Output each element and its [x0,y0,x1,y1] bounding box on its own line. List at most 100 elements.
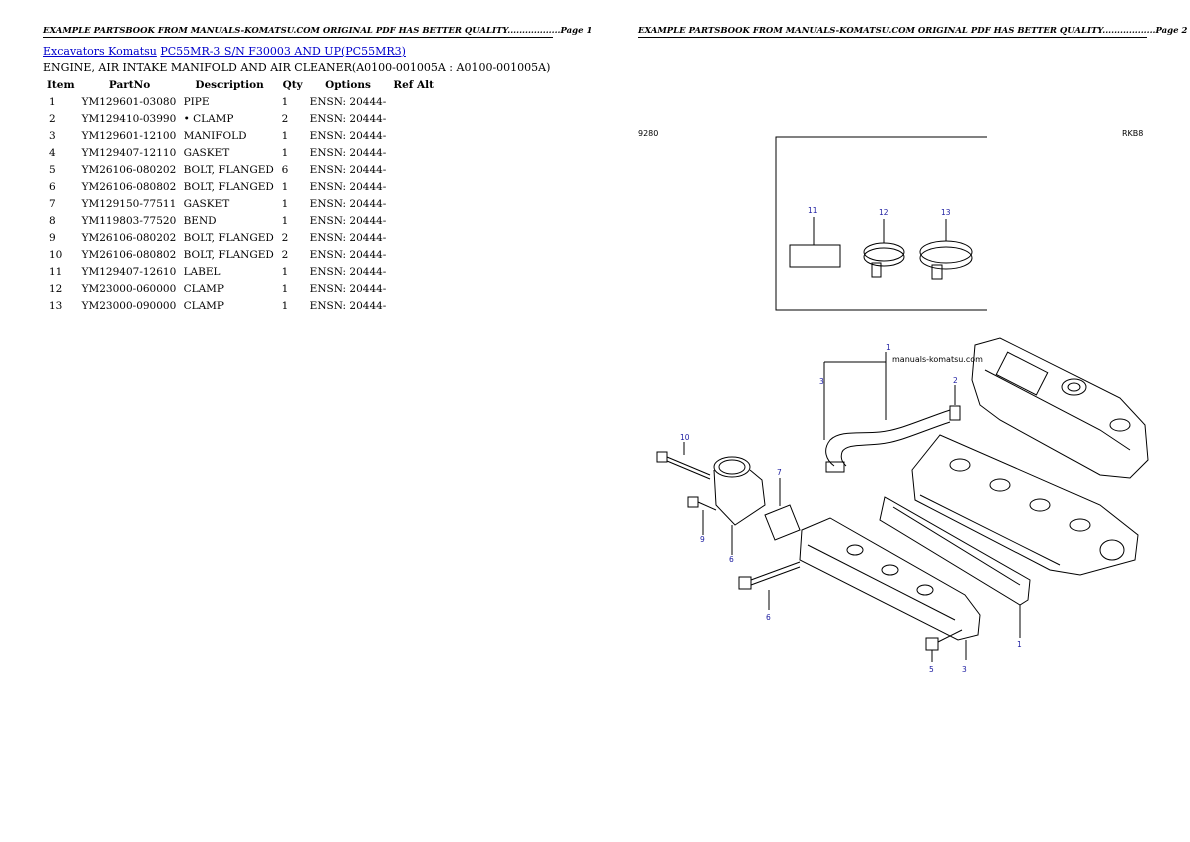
column-header-ref-alt: Ref Alt [393,79,434,91]
cell-description: GASKET [183,197,230,210]
cell-description: GASKET [183,146,230,159]
rocker-cover-drawing [971,337,1149,479]
inset-box [775,136,987,311]
cell-item: 13 [49,299,63,312]
callout-6-bottom: 6 [766,613,771,622]
label-part-drawing [789,244,841,268]
cell-ref-alt [389,144,438,161]
cell-partno: YM26106-080202 [81,231,177,244]
bend-drawing [713,456,766,555]
cell-qty: 6 [281,163,289,176]
cell-item: 2 [49,112,56,125]
cell-options: ENSN: 20444- [309,112,387,125]
cell-partno: YM129601-03080 [81,95,177,108]
table-row: 1 YM129601-03080 PIPE 1 ENSN: 20444- [43,93,438,110]
callout-3-bottom: 3 [962,665,967,674]
cell-partno: YM129407-12110 [81,146,177,159]
diagram-code-left: 9280 [638,129,659,138]
cell-item: 8 [49,214,56,227]
cell-item: 9 [49,231,56,244]
cell-options: ENSN: 20444- [309,265,387,278]
cell-options: ENSN: 20444- [309,214,387,227]
cell-options: ENSN: 20444- [309,163,387,176]
bolt-9-drawing [687,496,717,535]
cell-qty: 2 [281,231,289,244]
parts-table-header: Item PartNo Description Qty Options Ref … [43,77,438,93]
cell-qty: 1 [281,95,289,108]
cell-ref-alt [389,93,438,110]
diagram-code-right: RKB8 [1122,129,1144,138]
cell-qty: 1 [281,265,289,278]
cell-ref-alt [389,246,438,263]
cell-partno: YM23000-060000 [81,282,177,295]
cell-description: PIPE [183,95,210,108]
callout-13: 13 [941,208,951,217]
cell-ref-alt [389,212,438,229]
callout-3-left: 3 [819,377,824,386]
diagram-watermark: manuals-komatsu.com [892,355,983,364]
cell-item: 11 [49,265,63,278]
cell-description: • CLAMP [183,112,234,125]
cell-options: ENSN: 20444- [309,197,387,210]
callout-2: 2 [953,376,958,385]
cell-item: 1 [49,95,56,108]
page-subtitle: ENGINE, AIR INTAKE MANIFOLD AND AIR CLEA… [43,61,551,74]
cell-item: 3 [49,129,56,142]
breadcrumb: Excavators Komatsu PC55MR-3 S/N F30003 A… [43,45,406,58]
cell-partno: YM129407-12610 [81,265,177,278]
cell-partno: YM26106-080802 [81,180,177,193]
breadcrumb-link-model[interactable]: PC55MR-3 S/N F30003 AND UP(PC55MR3) [160,45,406,58]
cell-description: CLAMP [183,299,224,312]
cell-options: ENSN: 20444- [309,146,387,159]
cell-description: MANIFOLD [183,129,247,142]
cell-item: 4 [49,146,56,159]
cell-options: ENSN: 20444- [309,95,387,108]
cell-qty: 1 [281,282,289,295]
bolt-10-drawing [656,442,711,480]
cell-options: ENSN: 20444- [309,231,387,244]
column-header-qty: Qty [282,79,303,91]
pipe-hose-drawing [823,352,961,473]
page2-header: EXAMPLE PARTSBOOK FROM MANUALS-KOMATSU.C… [638,26,1188,38]
callout-10: 10 [680,433,690,442]
cell-ref-alt [389,297,438,314]
column-header-item: Item [47,79,75,91]
cylinder-head-drawing [911,434,1139,576]
cell-ref-alt [389,127,438,144]
cell-options: ENSN: 20444- [309,180,387,193]
cell-partno: YM26106-080802 [81,248,177,261]
cell-qty: 1 [281,180,289,193]
cell-partno: YM129601-12100 [81,129,177,142]
cell-item: 12 [49,282,63,295]
table-row: 4 YM129407-12110 GASKET 1 ENSN: 20444- [43,144,438,161]
bolt-5-drawing [925,629,963,662]
cell-description: BOLT, FLANGED [183,248,274,261]
page1-header: EXAMPLE PARTSBOOK FROM MANUALS-KOMATSU.C… [43,26,593,38]
manifold-gasket-drawing [879,496,1031,638]
cell-qty: 2 [281,248,289,261]
callout-6-top: 6 [729,555,734,564]
column-header-options: Options [325,79,371,91]
cell-item: 10 [49,248,63,261]
cell-qty: 1 [281,146,289,159]
intake-manifold-drawing [799,517,981,660]
cell-item: 5 [49,163,56,176]
cell-ref-alt [389,229,438,246]
cell-qty: 1 [281,299,289,312]
callout-11: 11 [808,206,818,215]
breadcrumb-link-excavators[interactable]: Excavators Komatsu [43,45,157,58]
cell-partno: YM129410-03990 [81,112,177,125]
cell-partno: YM23000-090000 [81,299,177,312]
cell-options: ENSN: 20444- [309,129,387,142]
cell-description: BOLT, FLANGED [183,163,274,176]
